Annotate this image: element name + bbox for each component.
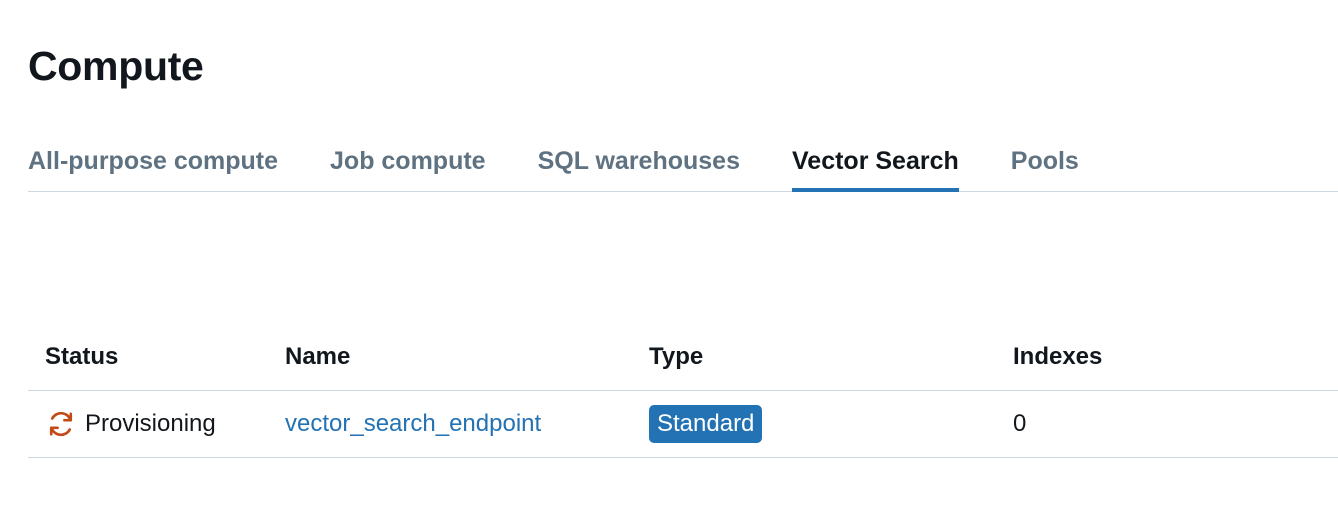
name-cell: vector_search_endpoint <box>285 391 541 457</box>
type-badge: Standard <box>649 405 763 443</box>
page-title: Compute <box>28 43 204 89</box>
tab-job-compute[interactable]: Job compute <box>330 147 486 175</box>
table-header-row: Status Name Type Indexes <box>28 324 1338 391</box>
tab-sql-warehouses[interactable]: SQL warehouses <box>537 147 740 175</box>
status-text: Provisioning <box>85 410 216 437</box>
refresh-icon <box>45 408 77 440</box>
tab-vector-search[interactable]: Vector Search <box>792 136 959 192</box>
compute-tabs: All-purpose compute Job compute SQL ware… <box>28 136 1338 192</box>
column-header-status[interactable]: Status <box>45 343 119 370</box>
column-header-indexes[interactable]: Indexes <box>1013 343 1103 370</box>
status-cell: Provisioning <box>45 391 216 457</box>
vector-search-endpoints-table: Status Name Type Indexes Provisioning ve… <box>28 324 1338 458</box>
tab-pools[interactable]: Pools <box>1010 147 1079 175</box>
table-row: Provisioning vector_search_endpoint Stan… <box>28 391 1338 458</box>
column-header-type[interactable]: Type <box>649 343 704 370</box>
type-cell: Standard <box>649 391 763 457</box>
column-header-name[interactable]: Name <box>285 343 351 370</box>
indexes-cell: 0 <box>1013 410 1027 437</box>
endpoint-name-link[interactable]: vector_search_endpoint <box>285 410 542 437</box>
tab-all-purpose-compute[interactable]: All-purpose compute <box>28 147 279 175</box>
